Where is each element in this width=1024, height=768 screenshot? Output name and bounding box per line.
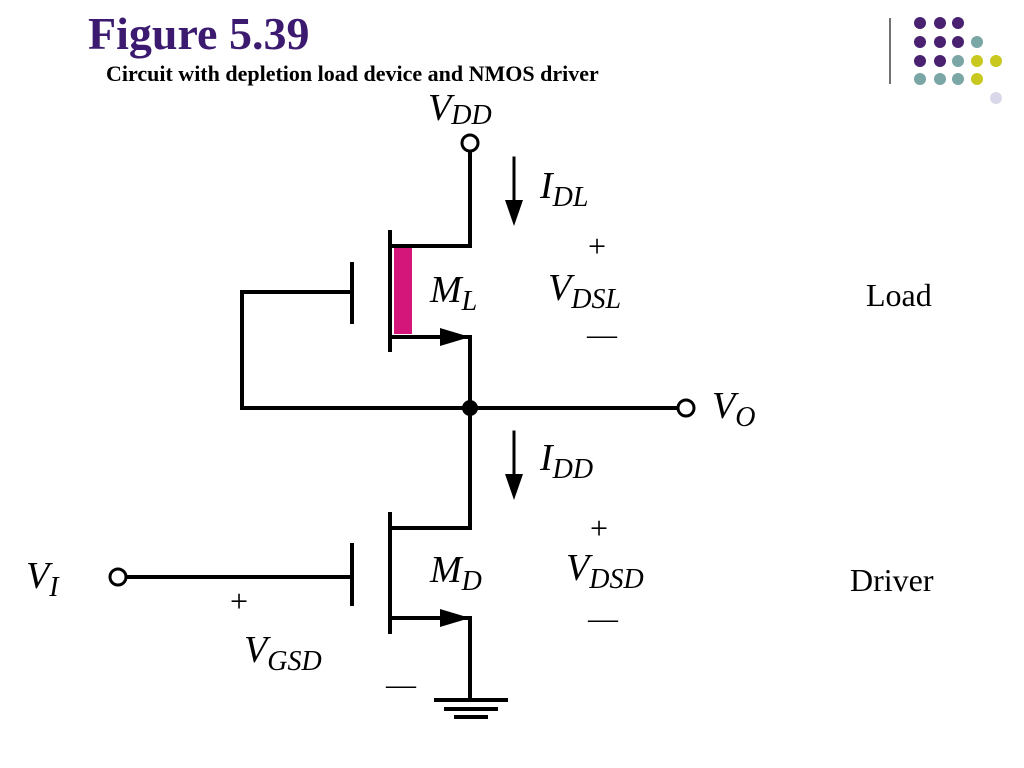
dot bbox=[914, 55, 926, 67]
vdsd-minus: — bbox=[587, 602, 619, 635]
vo-label: VO bbox=[712, 385, 755, 433]
dot bbox=[934, 73, 946, 85]
vdsl-minus: — bbox=[586, 318, 618, 351]
idl-arrowhead bbox=[505, 200, 523, 226]
dot bbox=[934, 55, 946, 67]
dot bbox=[952, 36, 964, 48]
vi-terminal bbox=[108, 567, 128, 587]
load-label: Load bbox=[866, 277, 932, 313]
driver-label: Driver bbox=[850, 562, 934, 598]
dot bbox=[914, 17, 926, 29]
dot bbox=[934, 36, 946, 48]
dot bbox=[914, 73, 926, 85]
driver-source-arrow bbox=[440, 609, 470, 627]
idd-label: IDD bbox=[539, 437, 593, 485]
load-source-arrow bbox=[440, 328, 470, 346]
dot bbox=[971, 55, 983, 67]
dot bbox=[990, 55, 1002, 67]
vdd-terminal bbox=[460, 133, 480, 153]
dot bbox=[952, 55, 964, 67]
vgsd-label: VGSD bbox=[244, 629, 322, 677]
dot bbox=[914, 36, 926, 48]
vgsd-plus: + bbox=[230, 583, 248, 619]
vo-terminal bbox=[676, 398, 696, 418]
vgsd-minus: — bbox=[385, 668, 417, 701]
dot bbox=[971, 36, 983, 48]
idd-arrowhead bbox=[505, 474, 523, 500]
page-title: Figure 5.39 bbox=[88, 8, 310, 59]
vdsd-label: VDSD bbox=[566, 547, 644, 595]
ml-label: ML bbox=[429, 269, 477, 317]
dot bbox=[990, 92, 1002, 104]
md-label: MD bbox=[429, 549, 482, 597]
dot bbox=[952, 17, 964, 29]
dot bbox=[952, 73, 964, 85]
vdsl-plus: + bbox=[588, 228, 606, 264]
vdsd-plus: + bbox=[590, 510, 608, 546]
decorative-dot-grid bbox=[889, 17, 1002, 104]
vdsl-label: VDSL bbox=[548, 267, 621, 315]
dot bbox=[971, 73, 983, 85]
vdd-label: VDD bbox=[428, 87, 492, 131]
vi-label: VI bbox=[26, 555, 60, 603]
output-node-dot bbox=[462, 400, 478, 416]
depletion-channel-mark bbox=[394, 248, 412, 334]
page-subtitle: Circuit with depletion load device and N… bbox=[106, 61, 599, 86]
dot bbox=[934, 17, 946, 29]
idl-label: IDL bbox=[539, 165, 588, 213]
